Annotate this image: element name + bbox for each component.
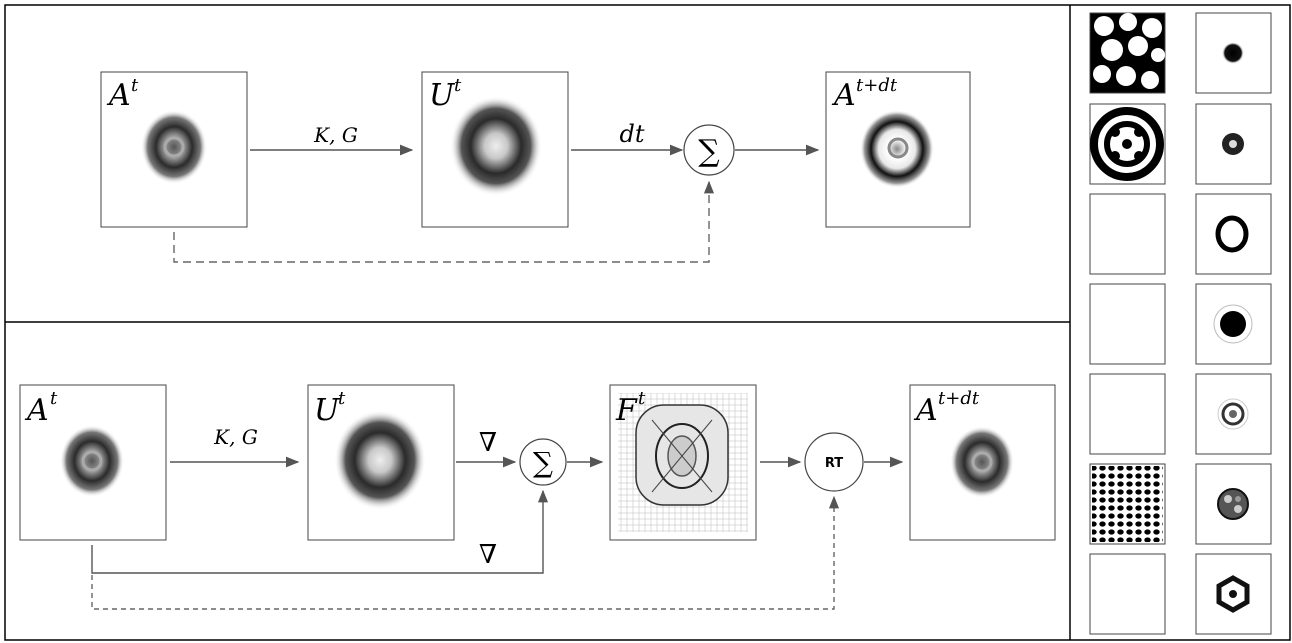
bottom-grad-top-label: ∇ [479,428,497,458]
thumb-right-1 [1195,12,1272,94]
bottom-potential-label: U [314,393,341,428]
thumb-left-2 [1089,103,1166,185]
top-dt-label: dt [619,120,644,148]
bottom-sum-symbol: ∑ [533,446,553,479]
thumb-right-5 [1195,373,1272,455]
thumb-left-4 [1089,283,1166,365]
bottom-flow-plot: F t [609,384,757,541]
bottom-next-state-plot: A t+dt [909,384,1056,541]
thumb-left-6 [1089,463,1166,545]
bottom-grad-connection [91,489,549,574]
top-sum-symbol: ∑ [698,134,720,169]
top-next-sup: t+dt [856,75,898,96]
top-state-sup: t [131,75,139,96]
thumb-left-7 [1089,553,1166,635]
bottom-sum-node [519,438,567,486]
thumb-right-7 [1195,553,1272,635]
bottom-grad-bottom-label: ∇ [479,540,497,570]
top-potential-sup: t [454,75,462,96]
top-sum-node [683,124,735,176]
thumb-right-2 [1195,103,1272,185]
thumb-left-1 [1089,12,1166,94]
thumb-right-6 [1195,463,1272,545]
bottom-panel: A t U t F t A t+dt [19,384,1056,610]
bottom-kernel-label: K, G [213,425,258,449]
bottom-flow-sup: t [638,388,646,409]
bottom-state-plot: A t [19,384,167,541]
bottom-next-label: A [913,393,938,428]
bottom-next-sup: t+dt [938,388,980,409]
top-kernel-label: K, G [313,123,358,147]
top-next-state-plot: A t+dt [825,71,971,228]
side-panel [1089,12,1272,635]
top-state-plot: A t [100,71,248,228]
bottom-skip-connection [91,495,840,610]
bottom-potential-plot: U t [307,384,455,541]
bottom-flow-label: F [615,393,638,428]
thumb-right-4 [1195,283,1272,365]
thumb-left-3 [1089,193,1166,275]
thumb-right-3 [1195,193,1272,275]
bottom-rt-node [804,432,864,492]
top-state-label: A [106,78,131,113]
top-potential-plot: U t [421,71,569,228]
top-next-label: A [831,78,856,113]
top-panel: A t U t A t+dt K, G dt ∑ [100,71,971,263]
thumb-left-5 [1089,373,1166,455]
bottom-rt-label: RT [825,456,843,471]
bottom-state-label: A [24,393,49,428]
top-skip-connection [173,180,715,263]
bottom-state-sup: t [50,388,58,409]
top-potential-label: U [429,78,456,113]
bottom-potential-sup: t [338,388,346,409]
